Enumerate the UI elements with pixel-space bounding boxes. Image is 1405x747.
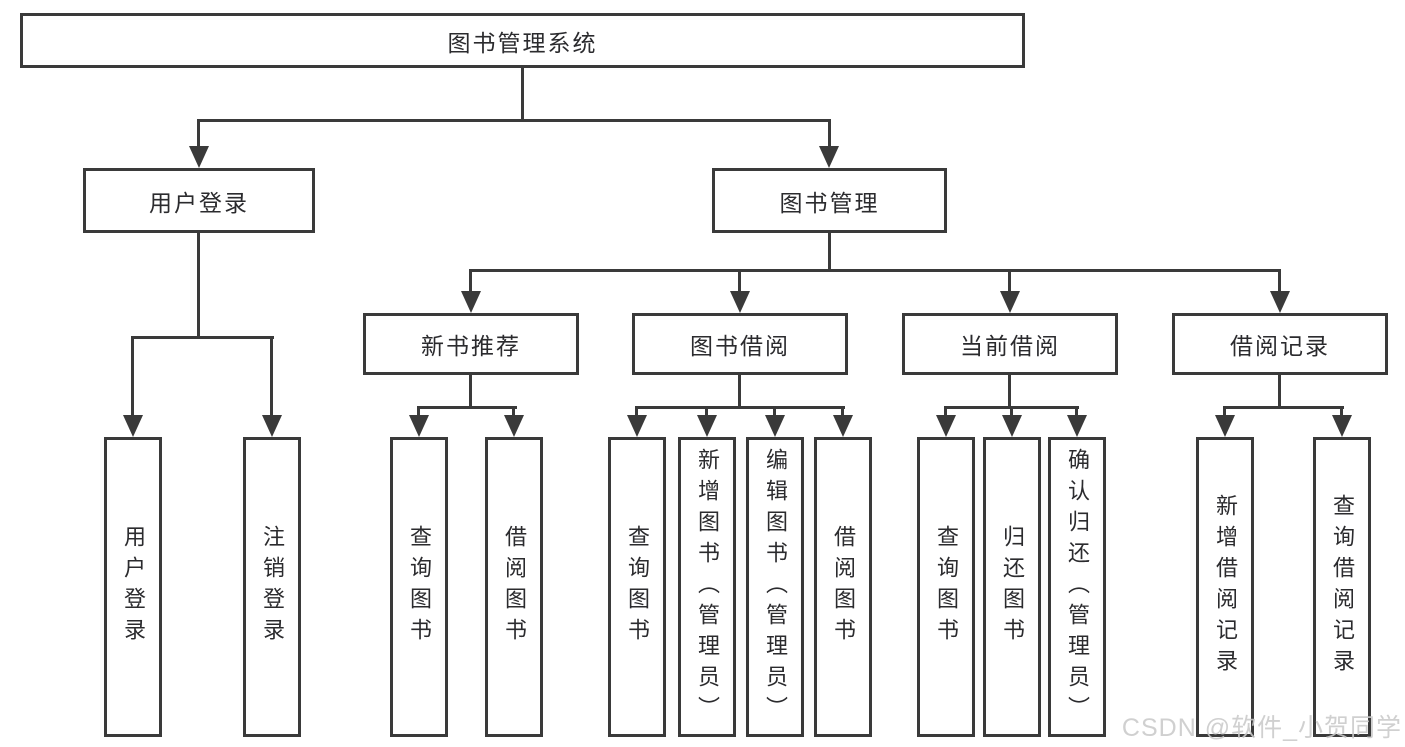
node-library-management-system: 图书管理系统	[20, 13, 1025, 68]
connector-line	[705, 406, 708, 417]
connector-line	[197, 119, 200, 149]
connector-line	[417, 406, 517, 409]
connector-line	[1278, 375, 1281, 409]
connector-line	[131, 336, 134, 417]
connector-line	[1010, 406, 1013, 417]
arrowhead-down-icon	[409, 415, 429, 437]
arrowhead-down-icon	[833, 415, 853, 437]
leaf-add-books-admin: 新增图书（管理员）	[678, 437, 736, 737]
connector-line	[1278, 269, 1281, 293]
arrowhead-down-icon	[1270, 291, 1290, 313]
arrowhead-down-icon	[1332, 415, 1352, 437]
connector-line	[841, 406, 844, 417]
connector-line	[469, 269, 1281, 272]
csdn-watermark: CSDN @软件_小贺同学	[1121, 714, 1402, 742]
connector-line	[270, 336, 273, 417]
connector-line	[469, 375, 472, 409]
leaf-query-borrow-record: 查询借阅记录	[1313, 437, 1371, 737]
leaf-query-books-borrowing: 查询图书	[608, 437, 666, 737]
node-book-management: 图书管理	[712, 168, 947, 233]
arrowhead-down-icon	[504, 415, 524, 437]
arrowhead-down-icon	[461, 291, 481, 313]
connector-line	[1340, 406, 1343, 417]
node-new-book-recommend: 新书推荐	[363, 313, 579, 375]
leaf-return-books: 归还图书	[983, 437, 1041, 737]
arrowhead-down-icon	[1002, 415, 1022, 437]
node-user-login: 用户登录	[83, 168, 315, 233]
leaf-add-borrow-record: 新增借阅记录	[1196, 437, 1254, 737]
connector-line	[417, 406, 420, 417]
leaf-borrow-books-recommend: 借阅图书	[485, 437, 543, 737]
arrowhead-down-icon	[1000, 291, 1020, 313]
leaf-query-books-recommend: 查询图书	[390, 437, 448, 737]
connector-line	[635, 406, 638, 417]
arrowhead-down-icon	[627, 415, 647, 437]
arrowhead-down-icon	[730, 291, 750, 313]
connector-line	[197, 233, 200, 339]
connector-line	[828, 119, 831, 149]
arrowhead-down-icon	[1067, 415, 1087, 437]
connector-line	[828, 233, 831, 272]
arrowhead-down-icon	[1215, 415, 1235, 437]
arrowhead-down-icon	[262, 415, 282, 437]
leaf-logout: 注销登录	[243, 437, 301, 737]
leaf-edit-books-admin: 编辑图书（管理员）	[746, 437, 804, 737]
connector-line	[944, 406, 947, 417]
arrowhead-down-icon	[765, 415, 785, 437]
connector-line	[773, 406, 776, 417]
connector-line	[197, 119, 831, 122]
connector-line	[1008, 375, 1011, 409]
connector-line	[738, 269, 741, 293]
connector-line	[521, 68, 524, 119]
connector-line	[1223, 406, 1344, 409]
connector-line	[469, 269, 472, 293]
node-book-borrowing: 图书借阅	[632, 313, 848, 375]
connector-line	[1008, 269, 1011, 293]
node-current-borrowing: 当前借阅	[902, 313, 1118, 375]
node-borrowing-records: 借阅记录	[1172, 313, 1388, 375]
leaf-borrow-books: 借阅图书	[814, 437, 872, 737]
connector-line	[1075, 406, 1078, 417]
arrowhead-down-icon	[936, 415, 956, 437]
connector-line	[738, 375, 741, 409]
connector-line	[131, 336, 274, 339]
connector-line	[512, 406, 515, 417]
connector-line	[635, 406, 845, 409]
leaf-user-login: 用户登录	[104, 437, 162, 737]
arrowhead-down-icon	[123, 415, 143, 437]
arrowhead-down-icon	[697, 415, 717, 437]
leaf-query-books-current: 查询图书	[917, 437, 975, 737]
arrowhead-down-icon	[819, 146, 839, 168]
arrowhead-down-icon	[189, 146, 209, 168]
connector-line	[1223, 406, 1226, 417]
leaf-confirm-return-admin: 确认归还（管理员）	[1048, 437, 1106, 737]
